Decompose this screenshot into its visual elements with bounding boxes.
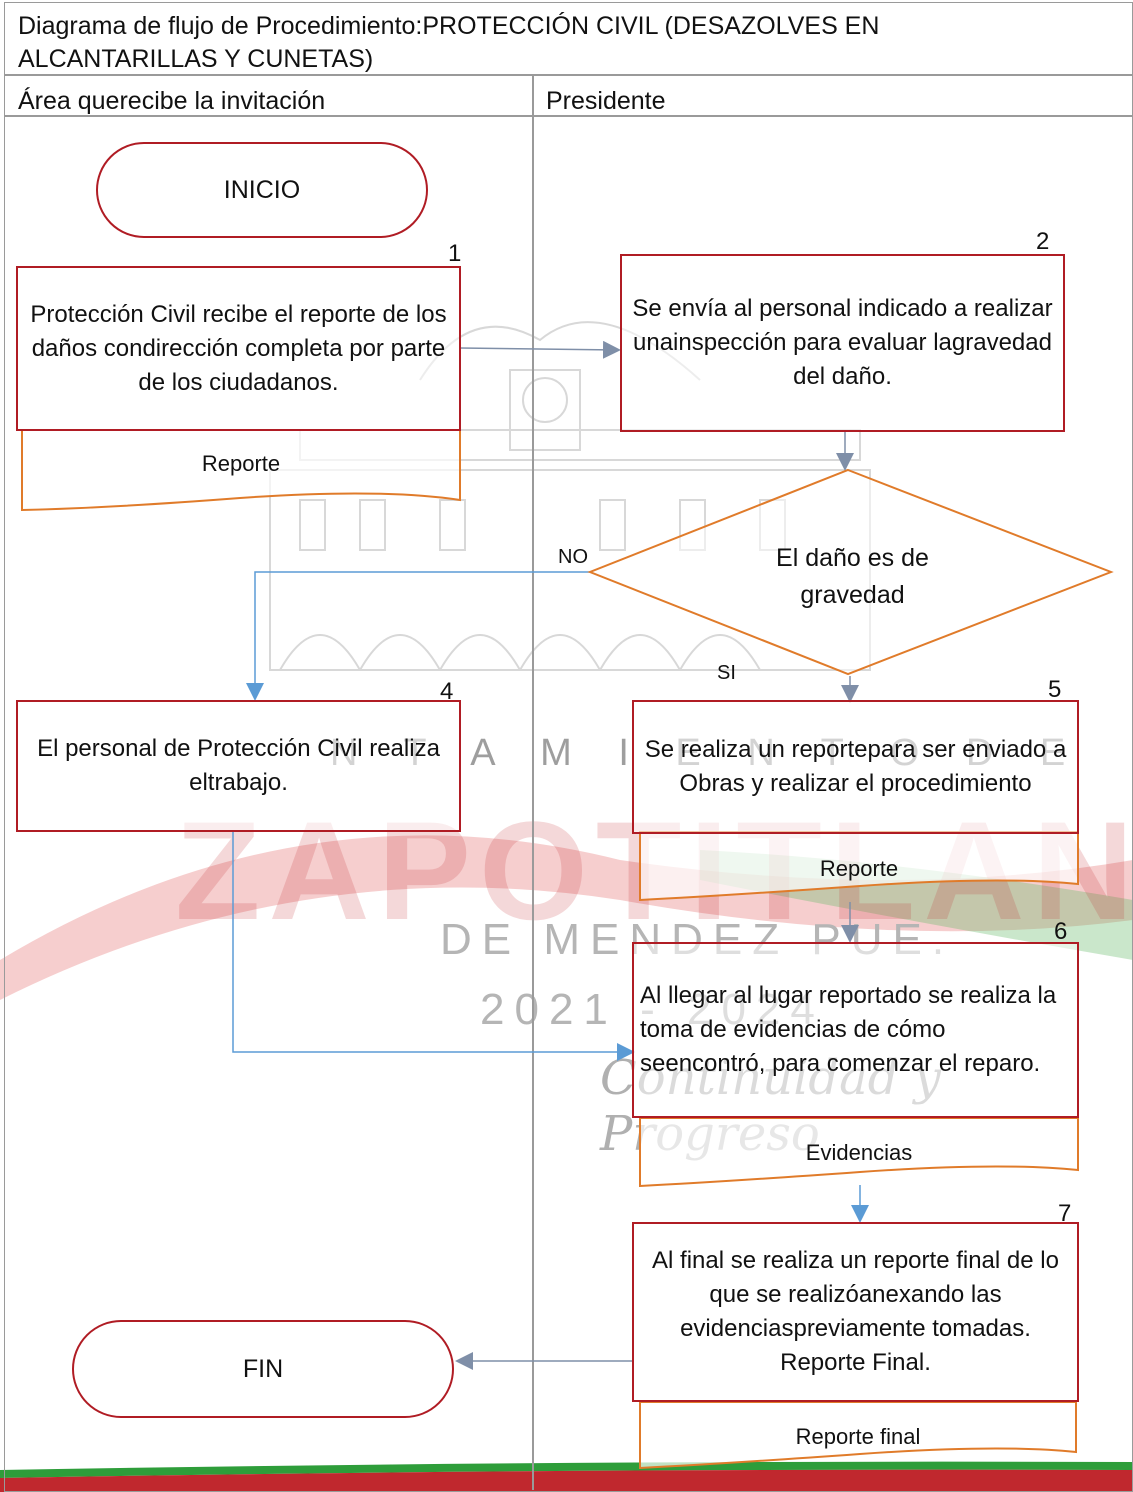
lane-header-area: Área querecibe la invitación [18,87,326,115]
process-step-6-text: Al llegar al lugar reportado se realiza … [640,982,1057,1077]
diagram-title: Diagrama de flujo de Procedimiento:PROTE… [18,12,880,73]
end-terminal: FIN [72,1320,454,1418]
step-number-1: 1 [448,240,462,267]
edge-step1-step2 [459,340,621,359]
document-shape-7 [639,1401,1077,1470]
document-label-5: Reporte [819,856,899,881]
document-label-7: Reporte final [795,1424,921,1449]
process-step-6: Al llegar al lugar reportado se realiza … [632,942,1079,1118]
step-number-7: 7 [1058,1200,1072,1227]
process-step-4-text: El personal de Protección Civil realiza … [37,735,440,796]
edge-step4-step6 [232,832,635,1061]
process-step-1-text: Protección Civil recibe el reporte de lo… [30,300,447,396]
document-shape-5 [639,831,1079,902]
document-shape-6 [639,1117,1079,1188]
document-label-6: Evidencias [805,1140,913,1165]
edge-label-si: SI [717,662,736,684]
process-step-7-text: Al final se realiza un reporte final de … [652,1247,1059,1376]
start-terminal: INICIO [96,142,428,238]
lane-divider [532,75,534,1490]
step-number-6: 6 [1054,918,1068,945]
edge-decision-no [246,571,590,701]
lane-header-presidente: Presidente [546,87,666,115]
document-shape-1 [21,429,461,512]
process-step-5-text: Se realiza un reportepara ser enviado a … [644,736,1067,797]
process-step-2: Se envía al personal indicado a realizar… [620,254,1065,432]
step-number-4: 4 [440,678,454,705]
decision-text: El daño es de gravedad [776,544,929,609]
process-step-1: Protección Civil recibe el reporte de lo… [16,266,461,431]
decision-diamond [587,468,1114,676]
process-step-2-text: Se envía al personal indicado a realizar… [632,295,1053,390]
header-divider [4,74,1132,76]
process-step-4: El personal de Protección Civil realiza … [16,700,461,832]
lane-header-divider [4,115,1132,117]
edge-label-no: NO [558,546,588,568]
step-number-2: 2 [1036,228,1050,255]
document-label-1: Reporte [201,451,281,476]
process-step-5: Se realiza un reportepara ser enviado a … [632,700,1079,834]
process-step-7: Al final se realiza un reporte final de … [632,1222,1079,1402]
step-number-5: 5 [1048,676,1062,703]
